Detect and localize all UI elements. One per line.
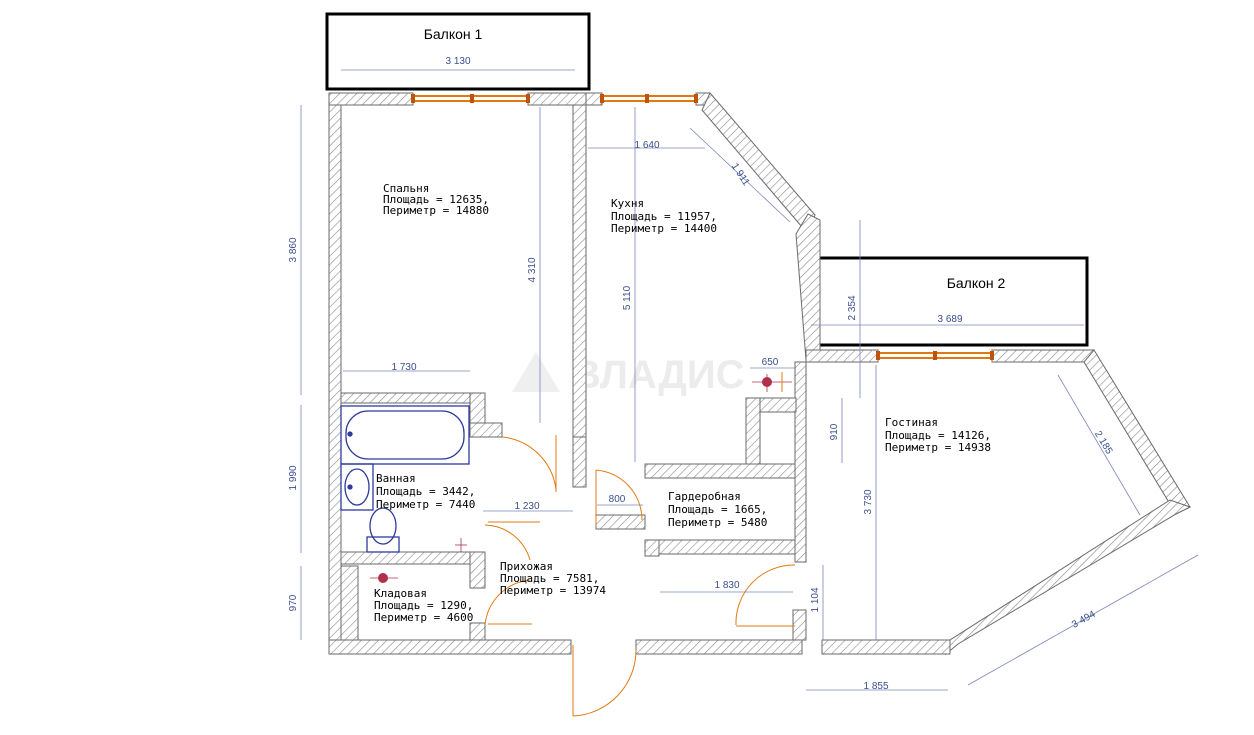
balcony-2-width: 3 689 [937, 314, 962, 325]
dim-left-upper: 3 860 [288, 237, 299, 262]
bathroom-area: Площадь = 3442, [376, 485, 475, 498]
utility-marker-kitchen [752, 372, 792, 392]
dim-kitchen-top: 1 640 [634, 140, 659, 151]
toilet [366, 507, 400, 553]
bedroom-perimeter: Периметр = 14880 [383, 204, 489, 217]
wardrobe-area: Площадь = 1665, [668, 503, 767, 516]
hallway-area: Площадь = 7581, [500, 572, 599, 585]
dim-living-height: 3 730 [863, 489, 874, 514]
living-perimeter: Периметр = 14938 [885, 441, 991, 454]
room-bedroom: Спальня Площадь = 12635, Периметр = 1488… [383, 182, 489, 217]
dim-kitchen-diagonal: 1 911 [729, 161, 752, 188]
dim-bottom-right: 1 855 [863, 681, 888, 692]
dim-balcony-2-height: 2 354 [847, 295, 858, 320]
room-bathroom: Ванная Площадь = 3442, Периметр = 7440 [376, 472, 475, 511]
dim-wardrobe-bottom: 1 830 [714, 580, 739, 591]
dim-entry-height: 1 104 [810, 587, 821, 612]
living-name: Гостиная [885, 416, 938, 429]
living-area: Площадь = 14126, [885, 429, 991, 442]
dim-left-middle: 1 990 [288, 465, 299, 490]
storage-perimeter: Периметр = 4600 [374, 611, 473, 624]
kitchen-area: Площадь = 11957, [611, 210, 717, 223]
balcony-1-width: 3 130 [445, 56, 470, 67]
room-storage: Кладовая Площадь = 1290, Периметр = 4600 [374, 587, 473, 624]
dim-niche-height: 910 [829, 423, 840, 440]
dim-niche: 650 [762, 357, 779, 368]
storage-area: Площадь = 1290, [374, 599, 473, 612]
wardrobe-door-swing [595, 469, 643, 521]
dim-kitchen-height: 5 110 [622, 285, 633, 310]
utility-marker-storage [370, 573, 398, 583]
bedroom-name: Спальня [383, 182, 429, 195]
bathroom-door-swing [501, 436, 557, 491]
watermark-text: ВЛАДИС [572, 353, 744, 397]
kitchen-name: Кухня [611, 197, 644, 210]
dim-left-lower: 970 [288, 594, 299, 611]
dim-living-diagonal-upper: 2 185 [1092, 429, 1115, 456]
wardrobe-name: Гардеробная [668, 490, 741, 503]
bathroom-perimeter: Периметр = 7440 [376, 498, 475, 511]
hallway-perimeter: Периметр = 13974 [500, 584, 606, 597]
room-living: Гостиная Площадь = 14126, Периметр = 149… [885, 416, 991, 454]
balcony-2-label: Балкон 2 [947, 275, 1006, 291]
hallway-name: Прихожая [500, 560, 553, 573]
walls [328, 92, 1192, 656]
dim-hall-width: 1 230 [514, 501, 539, 512]
dim-bedroom-height: 4 310 [527, 257, 538, 282]
wardrobe-perimeter: Периметр = 5480 [668, 516, 767, 529]
bedroom-area: Площадь = 12635, [383, 193, 489, 206]
window-markers [411, 94, 994, 360]
entrance-door-swing [572, 649, 637, 717]
utility-marker-hall [455, 538, 467, 552]
bathtub [340, 405, 470, 465]
balcony-1-frame [325, 12, 591, 91]
room-wardrobe: Гардеробная Площадь = 1665, Периметр = 5… [668, 490, 767, 529]
dim-living-diagonal-lower: 3 494 [1070, 609, 1098, 631]
sink [340, 463, 374, 511]
kitchen-perimeter: Периметр = 14400 [611, 222, 717, 235]
room-hallway: Прихожая Площадь = 7581, Периметр = 1397… [500, 560, 606, 597]
dimension-lines [300, 69, 1199, 691]
room-kitchen: Кухня Площадь = 11957, Периметр = 14400 [611, 197, 717, 235]
storage-name: Кладовая [374, 587, 427, 600]
dim-wardrobe-door: 800 [609, 494, 626, 505]
watermark: ВЛАДИС [512, 352, 744, 397]
bathroom-name: Ванная [376, 472, 416, 485]
dim-bedroom-bottom: 1 730 [391, 362, 416, 373]
balcony-1-label: Балкон 1 [424, 26, 483, 42]
doors [484, 435, 796, 717]
